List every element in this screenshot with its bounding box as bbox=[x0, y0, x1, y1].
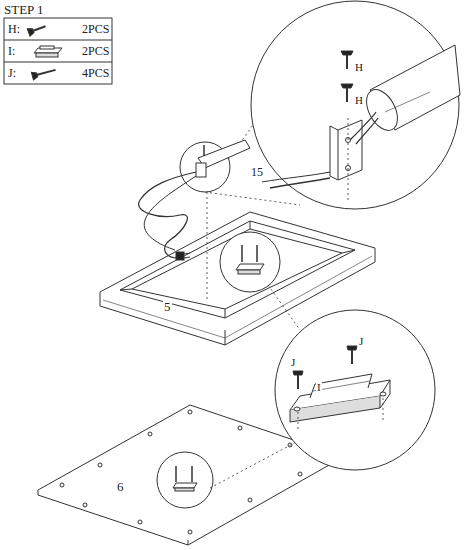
parts-table bbox=[4, 18, 112, 84]
quantity: 2PCS bbox=[82, 45, 109, 57]
quantity: 4PCS bbox=[82, 67, 109, 79]
callout-letter: J bbox=[290, 357, 296, 368]
part-letter: I: bbox=[8, 45, 15, 57]
lamp-holder-detail bbox=[262, 45, 460, 200]
callout-number: 5 bbox=[163, 300, 172, 313]
part-letter: H: bbox=[8, 23, 20, 35]
callout-number: 6 bbox=[116, 480, 125, 493]
callout-number: 15 bbox=[250, 166, 264, 178]
magnetic-catch-detail bbox=[290, 346, 390, 430]
callout-letter: H bbox=[354, 62, 364, 73]
quantity: 2PCS bbox=[82, 23, 109, 35]
callout-letter: I bbox=[316, 382, 322, 393]
callout-letter: H bbox=[354, 95, 364, 106]
step-title: STEP 1 bbox=[4, 3, 44, 16]
callout-letter: J bbox=[358, 336, 364, 347]
part-letter: J: bbox=[8, 67, 16, 79]
